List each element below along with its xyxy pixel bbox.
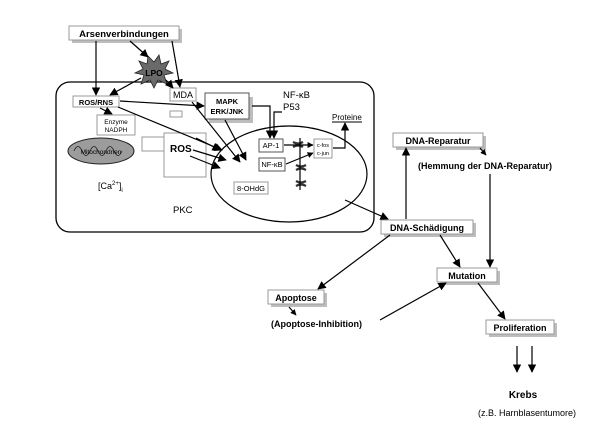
ros-rns-box — [72, 95, 120, 108]
apoptose-inhibition-label: (Apoptose-Inhibition) — [271, 319, 362, 329]
ros-rns-label: ROS/RNS — [79, 98, 113, 107]
pkc-label: PKC — [173, 205, 193, 216]
proliferation-label: Proliferation — [493, 323, 546, 333]
mda-label: MDA — [173, 90, 193, 100]
arrows — [91, 40, 537, 373]
ohdg-box — [233, 181, 269, 195]
mitochondrion-cristae — [73, 146, 123, 156]
mitochondrion-icon — [67, 137, 135, 165]
nfkb-box — [258, 157, 286, 172]
cjun-label: c-jun — [317, 151, 329, 157]
mutation-box — [436, 267, 498, 283]
enzyme-label: Enzyme — [104, 119, 128, 126]
dna-reparatur-box — [392, 132, 484, 148]
krebs-label: Krebs — [509, 390, 538, 401]
dna-schaedigung-box — [380, 219, 474, 235]
arsen-label: Arsenverbindungen — [79, 29, 169, 40]
lpo-label: LPO — [145, 68, 163, 78]
dna-helix-icon — [292, 141, 307, 187]
arsen-box — [68, 25, 180, 41]
proteine-label: Proteine — [332, 113, 362, 122]
mda-box — [169, 87, 197, 102]
calcium-label: [Ca2+]i — [98, 181, 123, 194]
mitochondrien-label: Mitochondrien — [81, 149, 122, 156]
erk-jnk-label: ERK/JNK — [211, 107, 245, 116]
apoptose-label: Apoptose — [275, 293, 317, 303]
cell-outline — [55, 81, 375, 233]
proliferation-box — [485, 319, 555, 335]
cfos-cjun-box — [313, 138, 333, 159]
lpo-starburst — [133, 54, 175, 89]
nadph-label: NADPH — [105, 127, 128, 134]
ap1-label: AP-1 — [263, 141, 280, 150]
ohdg-label: 8-OHdG — [237, 184, 265, 193]
nfkb-box-label: NF-κB — [261, 160, 282, 169]
dna-schaedigung-label: DNA-Schädigung — [390, 223, 464, 233]
ap1-box — [258, 138, 284, 153]
enzyme-box — [96, 114, 136, 136]
ros-label: ROS — [170, 144, 192, 155]
mapk-label: MAPK — [216, 97, 239, 106]
mutation-label: Mutation — [448, 271, 486, 281]
dna-reparatur-label: DNA-Reparatur — [405, 136, 471, 146]
hemmung-label: (Hemmung der DNA-Reparatur) — [418, 161, 552, 171]
empty-box-small — [169, 110, 183, 118]
mapk-box — [204, 92, 250, 120]
harnblasentumore-label: (z.B. Harnblasentumore) — [478, 408, 576, 418]
empty-box-medium — [141, 136, 168, 152]
apoptose-box — [267, 289, 325, 305]
nucleus-outline — [210, 125, 368, 223]
p53-label: P53 — [283, 102, 300, 113]
cfos-label: c-fos — [317, 143, 329, 149]
nfkb-top-label: NF-κB — [283, 90, 310, 101]
